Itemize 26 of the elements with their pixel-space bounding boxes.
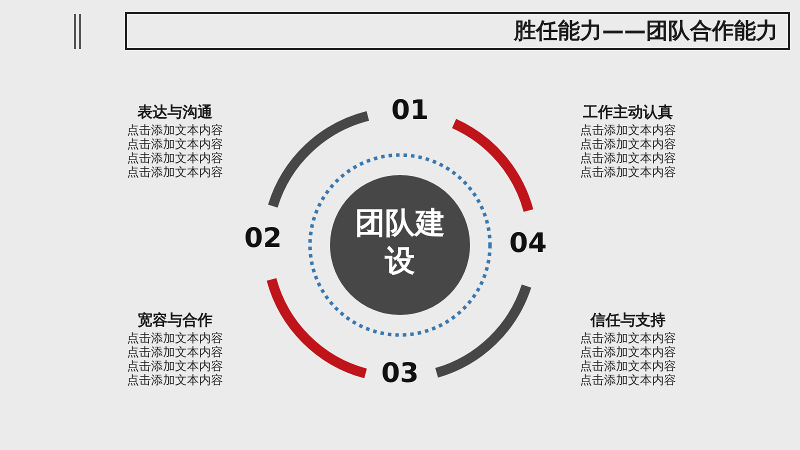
placeholder-text: 点击添加文本内容 [579,373,677,387]
step-number: 01 [390,95,430,126]
placeholder-text: 点击添加文本内容 [126,165,224,179]
placeholder-text: 点击添加文本内容 [126,331,224,345]
placeholder-text: 点击添加文本内容 [579,165,677,179]
step-number: 03 [380,358,420,389]
title: 胜任能力——团队合作能力 [514,18,778,46]
placeholder-text: 点击添加文本内容 [579,331,677,345]
step-number: 02 [243,223,283,254]
placeholder-text: 点击添加文本内容 [579,345,677,359]
placeholder-text: 点击添加文本内容 [579,359,677,373]
center-label: 团队建设 [355,205,445,281]
block-heading: 工作主动认真 [582,103,674,122]
placeholder-text: 点击添加文本内容 [126,151,224,165]
placeholder-text: 点击添加文本内容 [126,373,224,387]
placeholder-text: 点击添加文本内容 [579,151,677,165]
placeholder-text: 点击添加文本内容 [126,123,224,137]
placeholder-text: 点击添加文本内容 [126,137,224,151]
block-heading: 宽容与合作 [136,311,214,330]
block-heading: 信任与支持 [589,311,666,330]
block-heading: 表达与沟通 [136,103,214,122]
step-number: 04 [508,228,548,259]
placeholder-text: 点击添加文本内容 [126,359,224,373]
placeholder-text: 点击添加文本内容 [579,123,677,137]
placeholder-text: 点击添加文本内容 [579,137,677,151]
placeholder-text: 点击添加文本内容 [126,345,224,359]
